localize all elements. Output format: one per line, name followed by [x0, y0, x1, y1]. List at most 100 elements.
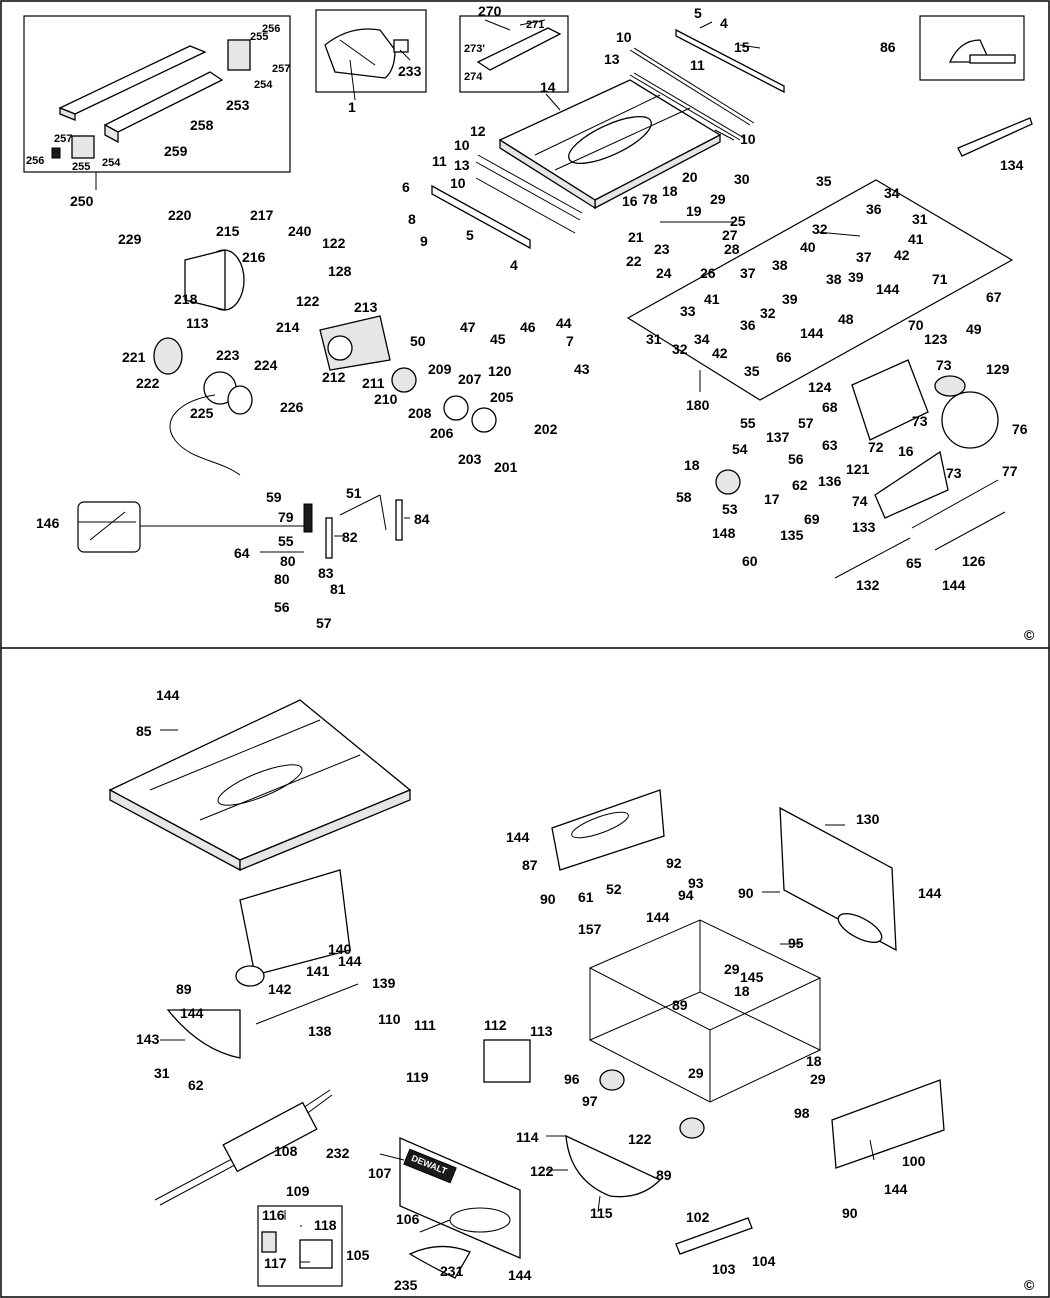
label-part: 46 [520, 319, 536, 335]
label-part: 15 [734, 39, 750, 55]
label-part: 58 [676, 489, 692, 505]
label-part: 44 [556, 315, 572, 331]
label-part: 79 [278, 509, 294, 525]
label-part: 123 [924, 331, 948, 347]
trunnion-box [626, 179, 1014, 401]
label-part: 29 [810, 1071, 826, 1087]
label-part: 215 [216, 223, 240, 239]
label-part: 50 [410, 333, 426, 349]
label-part: 13 [454, 157, 470, 173]
motor-carriage [851, 359, 999, 519]
label-part: 4 [510, 257, 518, 273]
label-part: 51 [346, 485, 362, 501]
label-part: 41 [704, 291, 720, 307]
label-part: 114 [516, 1129, 539, 1145]
label-part: 271 [526, 19, 544, 31]
label-part: 254 [254, 79, 273, 91]
label-part: 144 [884, 1181, 908, 1197]
label-part: 208 [408, 405, 432, 421]
label-part: 55 [740, 415, 756, 431]
rod-84 [395, 499, 403, 541]
label-part: 87 [522, 857, 538, 873]
gearbox [319, 315, 391, 371]
label-part: 122 [628, 1131, 652, 1147]
label-part: 216 [242, 249, 266, 265]
label-part: 12 [470, 123, 486, 139]
label-part: 52 [606, 881, 622, 897]
label-part: 21 [628, 229, 644, 245]
label-part: 89 [656, 1167, 672, 1183]
label-part: 1 [348, 99, 356, 115]
label-part: 273' [464, 43, 485, 55]
label-part: 61 [578, 889, 594, 905]
leader-lines [78, 19, 875, 1263]
label-part: 214 [276, 319, 300, 335]
label-part: 45 [490, 331, 506, 347]
label-part: 27 [722, 227, 738, 243]
label-part: 94 [678, 887, 694, 903]
side-panel-130 [779, 806, 897, 952]
label-part: 253 [226, 97, 250, 113]
label-part: 76 [1012, 421, 1028, 437]
box-112 [483, 1039, 531, 1083]
label-part: 57 [798, 415, 814, 431]
label-part: 56 [274, 599, 290, 615]
label-part: 31 [646, 331, 662, 347]
label-part: 4 [720, 15, 728, 31]
label-part: 16 [898, 443, 914, 459]
label-part: 41 [908, 231, 924, 247]
label-part: 5 [694, 5, 702, 21]
label-part: 92 [666, 855, 682, 871]
label-part: 56 [788, 451, 804, 467]
throat-plate-box [459, 15, 569, 93]
label-part: 29 [688, 1065, 704, 1081]
label-part: 255 [72, 161, 90, 173]
label-part: 37 [856, 249, 872, 265]
label-part: 47 [460, 319, 476, 335]
label-part: 85 [136, 723, 152, 739]
label-part: 132 [856, 577, 880, 593]
label-part: 134 [1000, 157, 1024, 173]
motor-housing [184, 249, 245, 311]
stand-frame [588, 919, 822, 1139]
label-part: 93 [688, 875, 704, 891]
label-part: 157 [578, 921, 602, 937]
label-part: 119 [406, 1069, 429, 1085]
label-part: 83 [318, 565, 334, 581]
label-part: 138 [308, 1023, 332, 1039]
label-part: 206 [430, 425, 454, 441]
label-part: 20 [682, 169, 698, 185]
label-part: 254 [102, 157, 121, 169]
label-part: 39 [848, 269, 864, 285]
label-part: 110 [378, 1011, 401, 1027]
label-part: 231 [440, 1263, 464, 1279]
label-part: 97 [582, 1093, 598, 1109]
label-part: 108 [274, 1143, 298, 1159]
copyright-mark-bottom: © [1024, 1277, 1035, 1293]
label-part: 136 [818, 473, 842, 489]
label-part: 128 [328, 263, 352, 279]
bracket-103 [675, 1217, 753, 1255]
label-part: 38 [826, 271, 842, 287]
label-part: 202 [534, 421, 558, 437]
label-part: 31 [154, 1065, 170, 1081]
label-part: 135 [780, 527, 804, 543]
label-part: 29 [724, 961, 740, 977]
label-part: 37 [740, 265, 756, 281]
label-part: 139 [372, 975, 396, 991]
label-part: 72 [868, 439, 884, 455]
label-part: 115 [590, 1205, 613, 1221]
label-part: 213 [354, 299, 378, 315]
label-part: 207 [458, 371, 482, 387]
label-part: 86 [880, 39, 896, 55]
label-part: 142 [268, 981, 292, 997]
label-part: 229 [118, 231, 142, 247]
label-part: 137 [766, 429, 790, 445]
label-part: 121 [846, 461, 870, 477]
label-part: 120 [488, 363, 512, 379]
label-part: 36 [866, 201, 882, 217]
part-134-arm [957, 117, 1033, 157]
label-part: 180 [686, 397, 710, 413]
rod-82 [325, 517, 333, 559]
label-part: 73 [912, 413, 928, 429]
